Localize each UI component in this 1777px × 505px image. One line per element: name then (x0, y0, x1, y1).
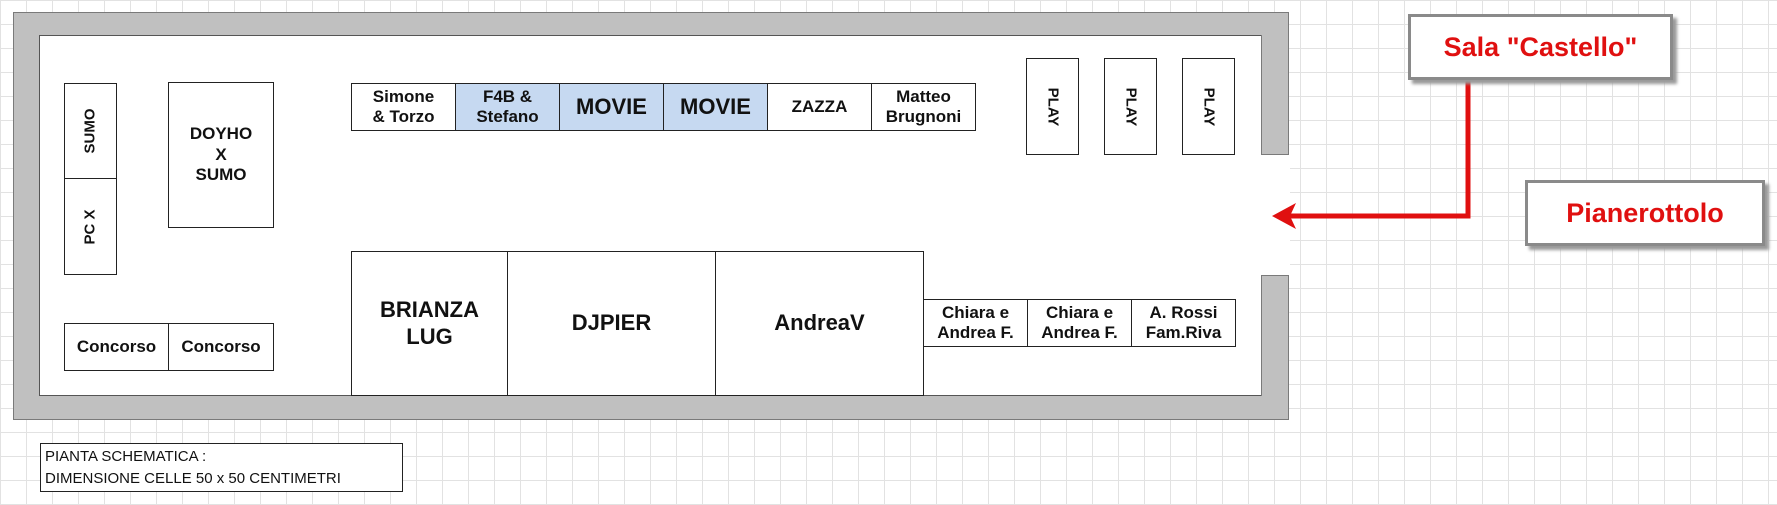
door-jamb-bottom (1261, 275, 1289, 396)
callout-pianerottolo: Pianerottolo (1525, 180, 1765, 246)
table-movie-2: MOVIE (663, 83, 768, 131)
table-brianza-lug: BRIANZA LUG (351, 251, 508, 396)
table-sumo: SUMO (64, 83, 117, 179)
table-movie-1: MOVIE (559, 83, 664, 131)
legend-line-2: DIMENSIONE CELLE 50 x 50 CENTIMETRI (45, 470, 341, 487)
legend-line-1: PIANTA SCHEMATICA : (45, 448, 207, 465)
table-andreav: AndreaV (715, 251, 924, 396)
table-rossi-riva: A. Rossi Fam.Riva (1131, 299, 1236, 347)
table-simone-torzo: Simone & Torzo (351, 83, 456, 131)
table-f4b-stefano: F4B & Stefano (455, 83, 560, 131)
arrow-head-icon (1272, 203, 1296, 229)
table-chiara-andrea-1: Chiara e Andrea F. (923, 299, 1028, 347)
callout-sala-castello: Sala "Castello" (1408, 14, 1673, 80)
table-chiara-andrea-2: Chiara e Andrea F. (1027, 299, 1132, 347)
table-pc-x: PC X (64, 178, 117, 275)
table-zazza: ZAZZA (767, 83, 872, 131)
table-doyho-sumo: DOYHO X SUMO (168, 82, 274, 228)
table-concorso-2: Concorso (168, 323, 274, 371)
legend-box: PIANTA SCHEMATICA : DIMENSIONE CELLE 50 … (40, 443, 403, 492)
arrow-line (1282, 80, 1471, 219)
table-play-2: PLAY (1104, 58, 1157, 155)
table-concorso-1: Concorso (64, 323, 169, 371)
table-djpier: DJPIER (507, 251, 716, 396)
table-play-3: PLAY (1182, 58, 1235, 155)
table-play-1: PLAY (1026, 58, 1079, 155)
table-matteo-brugnoni: Matteo Brugnoni (871, 83, 976, 131)
door-jamb-top (1261, 35, 1289, 155)
